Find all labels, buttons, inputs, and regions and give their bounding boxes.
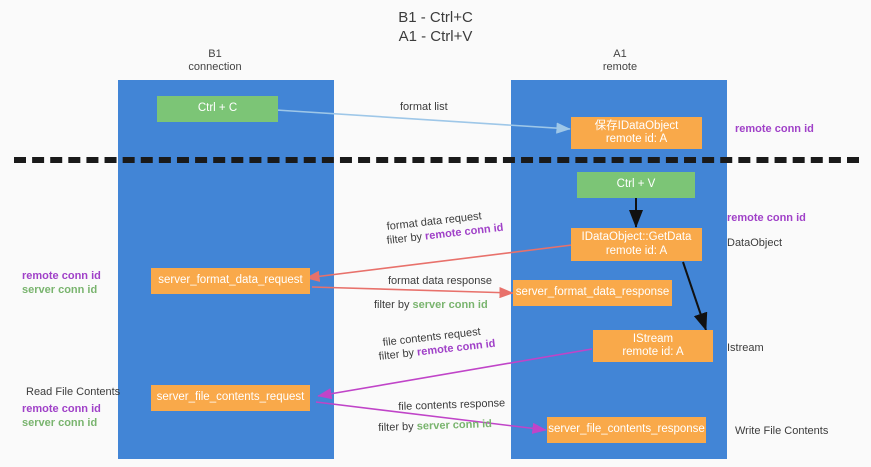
arrow-file-contents-request xyxy=(317,348,593,400)
arrow-format-data-request xyxy=(305,244,573,282)
lane-b1-name: B1 xyxy=(208,48,222,60)
lane-header-a1: A1 remote xyxy=(520,48,720,74)
arrow-format-data-response xyxy=(311,286,514,299)
note-left-server-conn-id-low: server conn id xyxy=(22,417,98,429)
note-left-server-conn-id-mid: server conn id xyxy=(22,284,98,296)
box-idataobject-saved[interactable]: 保存IDataObject remote id: A xyxy=(571,117,702,149)
section-divider xyxy=(14,157,859,163)
lane-b1-subtitle: connection xyxy=(188,61,242,73)
note-left-remote-conn-id-low: remote conn id xyxy=(22,403,101,415)
istream-line1: IStream xyxy=(632,332,674,345)
istream-line2: remote id: A xyxy=(622,346,684,358)
filter-value: server conn id xyxy=(412,299,488,311)
label-format-data-response: format data response xyxy=(388,275,492,287)
note-write-file-contents: Write File Contents xyxy=(735,425,829,437)
box-idataobject-getdata[interactable]: IDataObject::GetData remote id: A xyxy=(571,228,702,261)
box-server-file-contents-request[interactable]: server_file_contents_request xyxy=(151,385,310,411)
box-ctrl-v[interactable]: Ctrl + V xyxy=(577,172,695,198)
getdata-line1: IDataObject::GetData xyxy=(581,231,692,243)
note-dataobject: DataObject xyxy=(727,237,783,249)
arrow-format-list xyxy=(275,109,571,134)
box-server-format-data-request[interactable]: server_format_data_request xyxy=(151,268,310,294)
box-server-format-data-response[interactable]: server_format_data_response xyxy=(513,280,672,306)
label-format-list: format list xyxy=(400,101,448,113)
box-server-file-contents-response[interactable]: server_file_contents_response xyxy=(547,417,706,443)
getdata-line2: remote id: A xyxy=(605,244,668,257)
idataobject-saved-line2: remote id: A xyxy=(605,133,668,145)
lane-a1-name: A1 xyxy=(613,48,627,60)
label-format-data-response-filter: filter by server conn id xyxy=(374,298,488,312)
note-remote-conn-id-top: remote conn id xyxy=(735,123,814,135)
note-left-remote-conn-id-mid: remote conn id xyxy=(22,270,101,282)
filter-prefix: filter by xyxy=(374,299,413,311)
note-istream: Istream xyxy=(727,342,764,354)
filter-prefix: filter by xyxy=(378,420,417,434)
filter-value: server conn id xyxy=(416,418,493,433)
title-line-1: B1 - Ctrl+C xyxy=(398,9,473,26)
title-line-2: A1 - Ctrl+V xyxy=(398,28,473,45)
idataobject-saved-line1: 保存IDataObject xyxy=(594,119,679,132)
note-remote-conn-id-mid: remote conn id xyxy=(727,212,806,224)
arrow-file-contents-response xyxy=(315,401,547,434)
box-ctrl-c[interactable]: Ctrl + C xyxy=(157,96,278,122)
note-read-file-contents: Read File Contents xyxy=(26,386,121,398)
lane-a1-subtitle: remote xyxy=(602,61,638,73)
lane-header-b1: B1 connection xyxy=(115,48,315,74)
box-istream[interactable]: IStream remote id: A xyxy=(593,330,713,362)
arrow-getdata-to-istream xyxy=(682,261,708,331)
diagram-title: B1 - Ctrl+C A1 - Ctrl+V xyxy=(0,8,871,46)
